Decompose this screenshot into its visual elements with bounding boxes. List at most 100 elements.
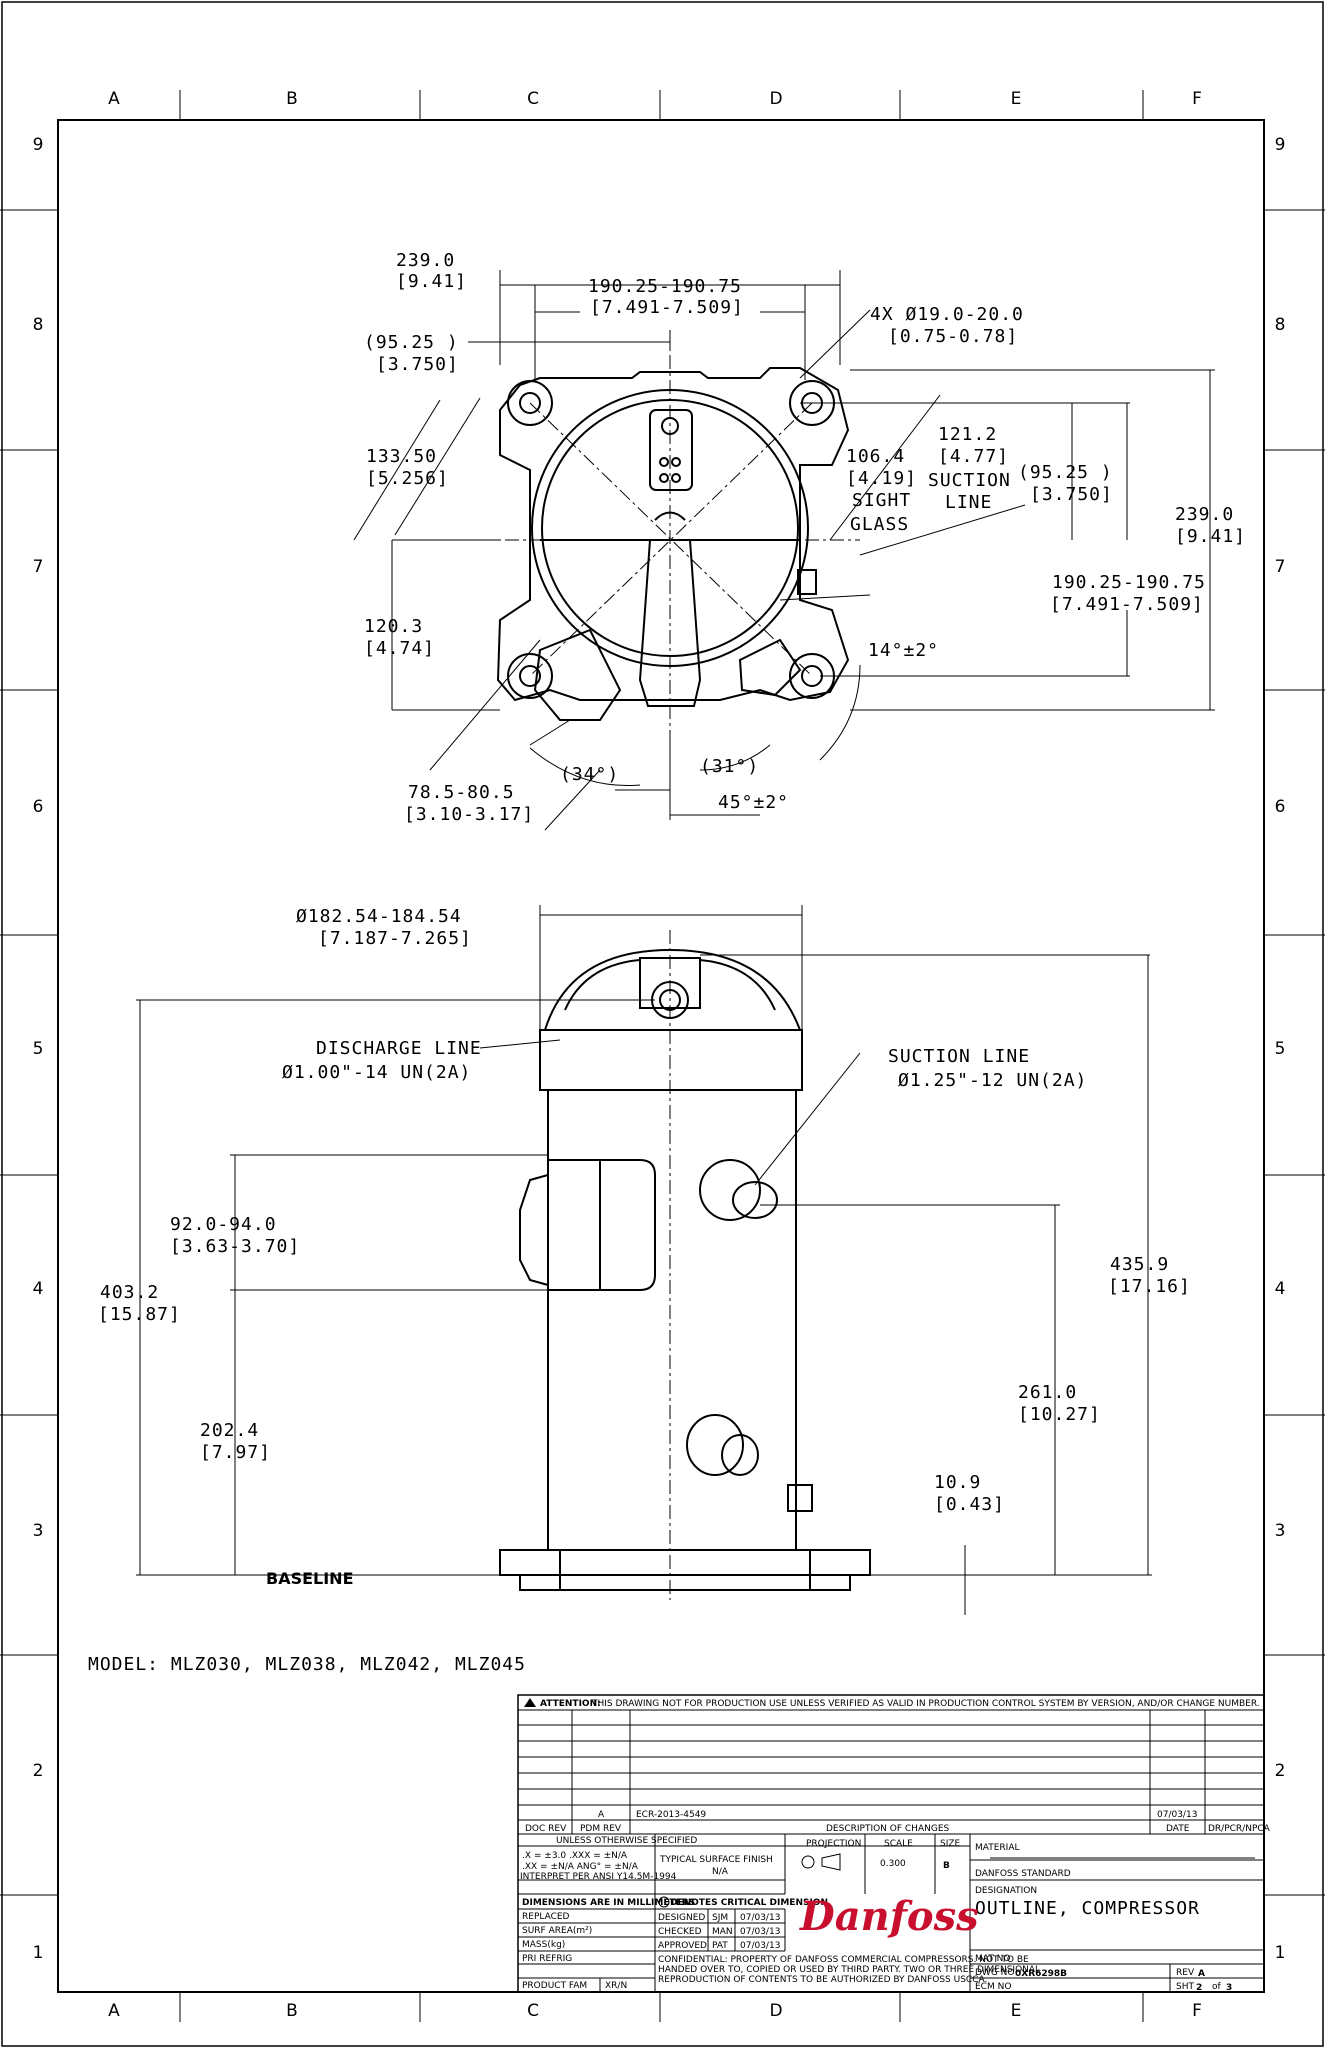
product-fam-label: PRODUCT FAM (522, 1981, 587, 1991)
ecm-no-label: ECM NO (975, 1982, 1011, 1992)
dim-text: [4.77] (938, 446, 1009, 467)
designed-label: DESIGNED (658, 1913, 705, 1923)
dim-text: [7.97] (200, 1442, 271, 1463)
dim-text: [3.63-3.70] (170, 1236, 300, 1257)
rev-label: REV (1176, 1968, 1195, 1978)
row-label: 6 (33, 797, 44, 817)
projection-label: PROJECTION (806, 1839, 861, 1849)
unless-specified: UNLESS OTHERWISE SPECIFIED (556, 1836, 697, 1846)
dim-text: [4.74] (364, 638, 435, 659)
dim-text: 261.0 (1018, 1382, 1077, 1403)
dim-text: Ø1.25"-12 UN(2A) (898, 1070, 1087, 1091)
top-view-centerlines (480, 330, 860, 770)
dim-text: [0.75-0.78] (888, 326, 1018, 347)
dim-text: 120.3 (364, 616, 423, 637)
side-view-dimension-lines (136, 905, 1152, 1615)
danfoss-standard: DANFOSS STANDARD (975, 1869, 1071, 1879)
designation-label: DESIGNATION (975, 1886, 1037, 1896)
dim-text: [3.750] (376, 354, 459, 375)
scale-value: 0.300 (880, 1859, 906, 1869)
dim-text: 133.50 (366, 446, 437, 467)
row-label: 8 (33, 315, 44, 335)
dim-text: 435.9 (1110, 1254, 1169, 1275)
dim-text: 202.4 (200, 1420, 259, 1441)
dim-text: 4X Ø19.0-20.0 (870, 304, 1024, 325)
compressor-side-view (499, 948, 871, 1591)
dim-text: [17.16] (1108, 1276, 1191, 1297)
dim-text: [7.187-7.265] (318, 928, 472, 949)
rev-value: A (1198, 1969, 1205, 1979)
approved-label: APPROVED (658, 1941, 707, 1951)
dim-text: 106.4 (846, 446, 905, 467)
approved-by: PAT (712, 1941, 728, 1951)
row-label: 7 (1275, 557, 1286, 577)
row-label: 5 (1275, 1039, 1286, 1059)
dim-text: [5.256] (366, 468, 449, 489)
title-block: ATTENTION: THIS DRAWING NOT FOR PRODUCTI… (517, 1694, 1271, 1993)
finish-label: TYPICAL SURFACE FINISH (659, 1855, 773, 1865)
confidential-1: CONFIDENTIAL: PROPERTY OF DANFOSS COMMER… (658, 1955, 1029, 1965)
size-value: B (943, 1861, 950, 1871)
dim-text: 190.25-190.75 (588, 276, 742, 297)
dim-text: [0.43] (934, 1494, 1005, 1515)
col-label: A (108, 2001, 120, 2021)
dim-text: [15.87] (98, 1304, 181, 1325)
scale-label: SCALE (884, 1839, 913, 1849)
approved-date: 07/03/13 (740, 1941, 780, 1951)
sheet-label: SHT (1176, 1982, 1194, 1992)
dim-text: 14°±2° (868, 640, 939, 661)
row-label: 4 (33, 1279, 44, 1299)
dim-text: 92.0-94.0 (170, 1214, 277, 1235)
col-label: C (527, 89, 539, 109)
header-dr: DR/PCR/NPCA (1208, 1824, 1271, 1834)
checked-label: CHECKED (658, 1927, 702, 1937)
dim-text: [3.750] (1030, 484, 1113, 505)
dim-text: [10.27] (1018, 1404, 1101, 1425)
sheet-of: of (1212, 1982, 1222, 1992)
confidential-3: REPRODUCTION OF CONTENTS TO BE AUTHORIZE… (658, 1975, 987, 1985)
row-label: 9 (1275, 135, 1286, 155)
finish-value: N/A (712, 1867, 729, 1877)
row-label: 2 (33, 1761, 44, 1781)
designed-by: SJM (712, 1913, 728, 1923)
dim-text: (34°) (560, 764, 619, 785)
top-view-dimension-lines (353, 270, 1215, 831)
rev-date: 07/03/13 (1157, 1810, 1197, 1820)
sheet-total: 3 (1226, 1983, 1232, 1993)
tolerance-1: .X = ±3.0 .XXX = ±N/A (522, 1851, 628, 1861)
tolerance-3: INTERPRET PER ANSI Y14.5M-1994 (520, 1872, 677, 1882)
dim-text: (95.25 ) (1018, 462, 1113, 483)
checked-date: 07/03/13 (740, 1927, 780, 1937)
dim-text: (31°) (700, 756, 759, 777)
size-label: SIZE (940, 1839, 961, 1849)
side-view-dimensions: Ø182.54-184.54 [7.187-7.265] DISCHARGE L… (98, 906, 1191, 1588)
critical-note: DENOTES CRITICAL DIMENSION (670, 1898, 828, 1908)
col-label: D (769, 2001, 782, 2021)
attention-text: THIS DRAWING NOT FOR PRODUCTION USE UNLE… (591, 1699, 1260, 1709)
dim-text: Ø1.00"-14 UN(2A) (282, 1062, 471, 1083)
dim-text: GLASS (850, 514, 909, 535)
row-label: 6 (1275, 797, 1286, 817)
dim-text: (95.25 ) (364, 332, 459, 353)
header-pdm-rev: PDM REV (580, 1824, 622, 1834)
sheet-number: 2 (1196, 1983, 1202, 1993)
col-label: B (286, 2001, 298, 2021)
material-label: MATERIAL (975, 1843, 1020, 1853)
rev-letter: A (598, 1810, 605, 1820)
dim-text: SUCTION (928, 470, 1011, 491)
dim-text: DISCHARGE LINE (316, 1038, 482, 1059)
mass-label: MASS(kg) (522, 1940, 565, 1950)
col-label: F (1192, 2001, 1202, 2021)
dim-text: Ø182.54-184.54 (296, 906, 462, 927)
warning-icon (524, 1698, 536, 1707)
grid-labels: A B C D E F A B C D E F 9 8 7 6 5 4 3 2 … (33, 89, 1286, 2021)
header-doc-rev: DOC REV (525, 1824, 567, 1834)
col-label: D (769, 89, 782, 109)
pri-refrig-label: PRI REFRIG (522, 1954, 572, 1964)
dim-text: LINE (945, 492, 992, 513)
dim-text: [4.19] (846, 468, 917, 489)
dim-text: 190.25-190.75 (1052, 572, 1206, 593)
col-label: E (1011, 89, 1022, 109)
dim-text: 78.5-80.5 (408, 782, 515, 803)
